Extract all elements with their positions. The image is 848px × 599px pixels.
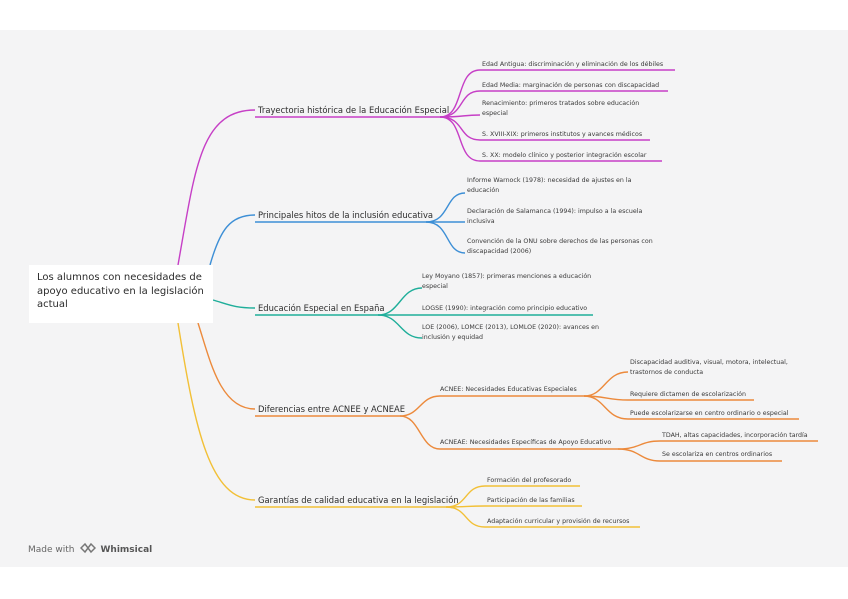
branch-trayectoria[interactable]: Trayectoria histórica de la Educación Es… (258, 105, 450, 115)
leaf-item[interactable]: Declaración de Salamanca (1994): impulso… (467, 208, 643, 225)
leaf-item[interactable]: S. XX: modelo clínico y posterior integr… (482, 152, 647, 159)
leaf-item[interactable]: Edad Media: marginación de personas con … (482, 82, 660, 89)
leaf-item[interactable]: Puede escolarizarse en centro ordinario … (630, 410, 789, 417)
watermark[interactable]: Made with Whimsical (28, 542, 152, 557)
leaf-item[interactable]: Ley Moyano (1857): primeras menciones a … (422, 273, 592, 290)
sub-acneae[interactable]: ACNEAE: Necesidades Específicas de Apoyo… (440, 439, 612, 446)
watermark-brand: Whimsical (100, 544, 153, 555)
branch-diferencias[interactable]: Diferencias entre ACNEE y ACNEAE (258, 404, 406, 414)
branch-hitos[interactable]: Principales hitos de la inclusión educat… (258, 210, 434, 220)
watermark-prefix: Made with (28, 544, 75, 555)
leaf-item[interactable]: TDAH, altas capacidades, incorporación t… (662, 432, 808, 439)
leaf-item[interactable]: LOE (2006), LOMCE (2013), LOMLOE (2020):… (422, 324, 600, 341)
connector-lines (177, 69, 818, 528)
leaf-item[interactable]: Edad Antigua: discriminación y eliminaci… (482, 61, 664, 68)
root-node[interactable]: Los alumnos con necesidades de apoyo edu… (29, 265, 213, 323)
leaf-item[interactable]: LOGSE (1990): integración como principio… (422, 305, 588, 312)
leaf-item[interactable]: Se escolariza en centros ordinarios (662, 451, 773, 458)
leaf-item[interactable]: Renacimiento: primeros tratados sobre ed… (482, 100, 640, 117)
branch-garantias[interactable]: Garantías de calidad educativa en la leg… (258, 495, 459, 505)
whimsical-logo-icon (79, 542, 96, 557)
leaf-item[interactable]: Discapacidad auditiva, visual, motora, i… (630, 359, 788, 376)
leaf-item[interactable]: Formación del profesorado (487, 477, 572, 484)
sub-acnee[interactable]: ACNEE: Necesidades Educativas Especiales (440, 386, 577, 393)
leaf-item[interactable]: Requiere dictamen de escolarización (630, 391, 746, 398)
leaf-item[interactable]: S. XVIII-XIX: primeros institutos y avan… (482, 131, 643, 138)
leaf-item[interactable]: Participación de las familias (487, 497, 575, 504)
leaf-item[interactable]: Convención de la ONU sobre derechos de l… (467, 238, 653, 255)
leaf-item[interactable]: Adaptación curricular y provisión de rec… (487, 518, 630, 525)
branch-espana[interactable]: Educación Especial en España (258, 303, 385, 313)
leaf-item[interactable]: Informe Warnock (1978): necesidad de aju… (467, 177, 632, 194)
